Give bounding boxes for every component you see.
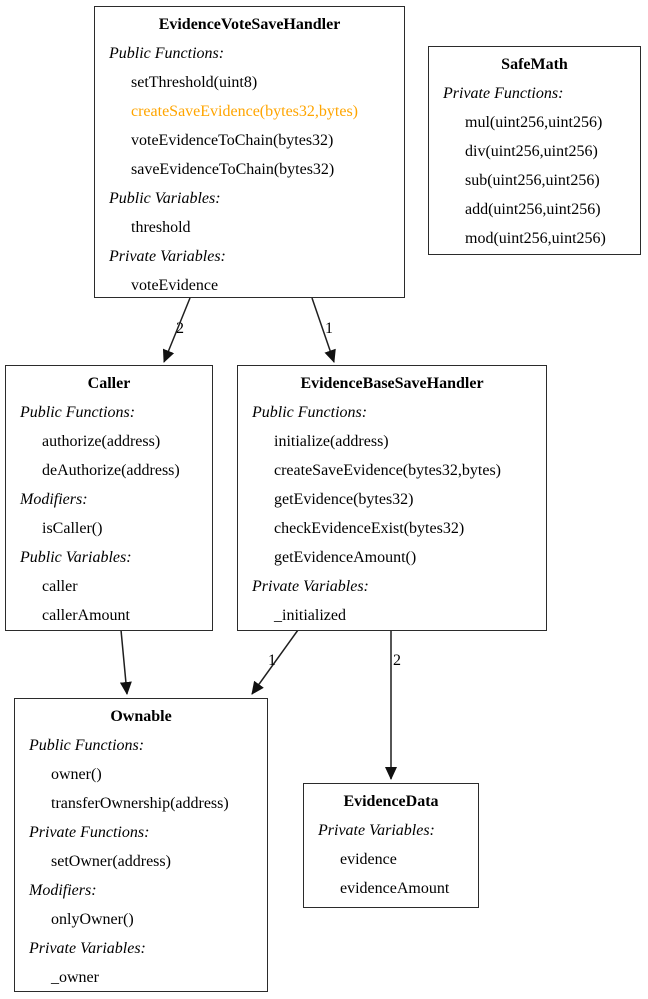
class-title: EvidenceData [343,793,439,810]
member-item: setOwner(address) [51,853,171,870]
section-label: Public Functions: [109,45,225,62]
member-item: onlyOwner() [51,911,134,928]
member-item: mul(uint256,uint256) [465,114,603,131]
edge-label: 2 [176,320,184,337]
member-item: voteEvidenceToChain(bytes32) [131,132,334,149]
class-box-evidence-base-save-handler: EvidenceBaseSaveHandler Public Functions… [237,365,547,631]
section-label: Private Variables: [318,822,435,839]
member-item: transferOwnership(address) [51,795,229,812]
section-label: Public Variables: [20,549,132,566]
class-title: EvidenceBaseSaveHandler [300,375,484,392]
member-item: checkEvidenceExist(bytes32) [274,520,465,537]
section-label: Public Functions: [20,404,136,421]
member-item: setThreshold(uint8) [131,74,258,91]
section-label: Modifiers: [20,491,88,508]
member-item: saveEvidenceToChain(bytes32) [131,161,335,178]
edge-label: 1 [268,652,276,669]
section-label: Private Variables: [109,248,226,265]
class-box-ownable: Ownable Public Functions: owner() transf… [14,698,268,992]
member-item: createSaveEvidence(bytes32,bytes) [274,462,502,479]
edge-caller-ownable [119,629,132,695]
edge-label: 2 [393,652,401,669]
edge-label: 1 [325,320,333,337]
class-box-safemath: SafeMath Private Functions: mul(uint256,… [428,46,641,255]
section-label: Private Variables: [252,578,369,595]
section-label: Private Functions: [29,824,150,841]
member-item: owner() [51,766,102,783]
member-item: threshold [131,219,191,236]
member-item: deAuthorize(address) [42,462,180,479]
class-box-caller: Caller Public Functions: authorize(addre… [5,365,213,631]
class-title: SafeMath [501,56,568,73]
member-item: mod(uint256,uint256) [465,230,606,247]
member-item: caller [42,578,78,595]
member-item: evidence [340,851,397,868]
class-title: EvidenceVoteSaveHandler [158,16,341,33]
class-box-evidence-vote-save-handler: EvidenceVoteSaveHandler Public Functions… [94,6,405,298]
class-box-evidence-data: EvidenceData Private Variables: evidence… [303,783,479,908]
section-label: Modifiers: [29,882,97,899]
member-item: _initialized [274,607,346,624]
member-item: isCaller() [42,520,103,537]
class-title: Ownable [110,708,172,725]
member-item: voteEvidence [131,277,219,294]
class-title: Caller [87,375,131,392]
member-item: authorize(address) [42,433,161,450]
section-label: Public Variables: [109,190,221,207]
section-label: Private Variables: [29,940,146,957]
member-item: initialize(address) [274,433,389,450]
member-item: getEvidence(bytes32) [274,491,414,508]
member-item: sub(uint256,uint256) [465,172,600,189]
section-label: Private Functions: [443,85,564,102]
section-label: Public Functions: [252,404,368,421]
member-item-highlighted: createSaveEvidence(bytes32,bytes) [131,103,359,120]
member-item: callerAmount [42,607,130,624]
member-item: div(uint256,uint256) [465,143,598,160]
member-item: getEvidenceAmount() [274,549,417,566]
member-item: _owner [51,969,99,986]
member-item: add(uint256,uint256) [465,201,601,218]
section-label: Public Functions: [29,737,145,754]
member-item: evidenceAmount [340,880,450,897]
